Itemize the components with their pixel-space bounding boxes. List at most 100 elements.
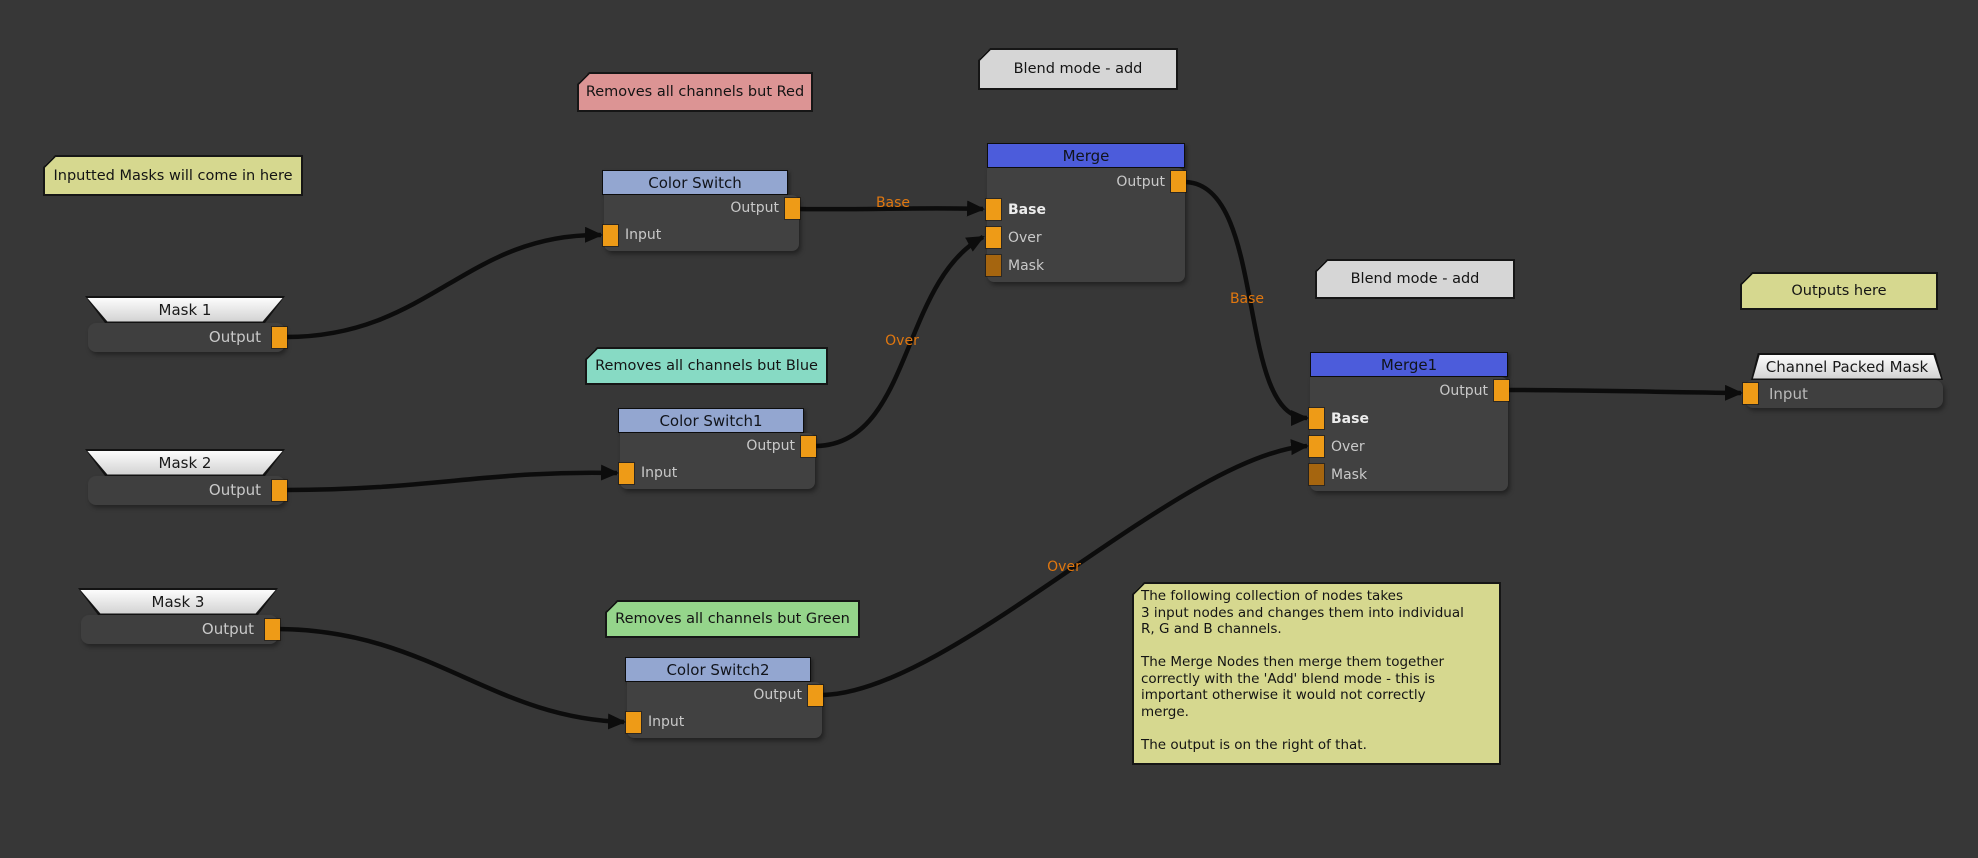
sticky-note-description[interactable]: The following collection of nodes takes …: [1132, 582, 1501, 765]
wire[interactable]: [277, 626, 626, 730]
wire-label: Over: [1047, 559, 1081, 575]
output-label: Output: [753, 687, 802, 703]
node-header: Color Switch1: [618, 408, 804, 433]
sticky-note-blend-mode-top[interactable]: Blend mode - add: [978, 48, 1178, 90]
mask-input-port[interactable]: [986, 255, 1001, 276]
node-body: Output Input: [619, 433, 816, 489]
sticky-note-removes-blue[interactable]: Removes all channels but Blue: [585, 347, 828, 385]
node-title: Color Switch1: [659, 411, 763, 430]
mask-input-port[interactable]: [1309, 464, 1324, 485]
mask-input-row: Mask: [986, 252, 1185, 280]
mask-node-shape: Mask 2: [85, 449, 285, 476]
input-row: Input: [1743, 380, 1943, 408]
node-title: Channel Packed Mask: [1765, 357, 1929, 376]
sticky-note-removes-green[interactable]: Removes all channels but Green: [605, 600, 860, 638]
node-title: Color Switch: [648, 173, 742, 192]
over-input-row: Over: [986, 224, 1185, 252]
mask-input-label: Mask: [1008, 258, 1045, 274]
output-row: Output: [620, 433, 816, 460]
node-merge[interactable]: Merge Output Base Over Mask: [986, 143, 1186, 282]
input-port[interactable]: [1743, 383, 1758, 404]
sticky-note-inputted-masks[interactable]: Inputted Masks will come in here: [43, 155, 303, 196]
input-row: Input: [603, 222, 799, 249]
output-port[interactable]: [785, 198, 800, 219]
node-header: Color Switch2: [625, 657, 811, 682]
wire[interactable]: [1508, 384, 1743, 401]
node-title: Merge: [1062, 146, 1110, 165]
output-port[interactable]: [265, 619, 280, 640]
node-header: Merge: [987, 143, 1185, 168]
output-port[interactable]: [1171, 171, 1186, 192]
wire-label: Over: [885, 333, 919, 349]
input-label: Input: [641, 465, 678, 481]
node-body: Output Input: [603, 195, 800, 251]
over-input-label: Over: [1331, 439, 1365, 455]
input-port[interactable]: [626, 712, 641, 733]
base-input-row: Base: [986, 196, 1185, 224]
input-label: Input: [1769, 385, 1808, 403]
mask-node-shape: Mask 3: [78, 588, 278, 615]
output-port[interactable]: [272, 480, 287, 501]
sticky-note-blend-mode-right[interactable]: Blend mode - add: [1315, 259, 1515, 299]
node-body: Output Base Over Mask: [986, 168, 1186, 282]
output-node-shape: Channel Packed Mask: [1751, 353, 1943, 380]
output-label: Output: [201, 620, 254, 638]
wire-label: Base: [1229, 291, 1265, 307]
node-mask-3[interactable]: Mask 3 Output: [78, 588, 280, 644]
node-title: Mask 3: [151, 592, 205, 611]
output-label: Output: [1116, 174, 1165, 190]
output-port[interactable]: [808, 685, 823, 706]
base-input-label: Base: [1008, 202, 1046, 218]
output-row: Output: [88, 476, 287, 505]
output-port[interactable]: [801, 436, 816, 457]
base-input-port[interactable]: [986, 199, 1001, 220]
wire-label: Base: [875, 195, 911, 211]
node-color-switch2[interactable]: Color Switch2 Output Input: [625, 657, 823, 738]
output-port[interactable]: [272, 327, 287, 348]
output-port[interactable]: [1494, 380, 1509, 401]
output-label: Output: [730, 200, 779, 216]
base-input-label: Base: [1331, 411, 1369, 427]
over-input-port[interactable]: [1309, 436, 1324, 457]
wire[interactable]: [285, 464, 619, 493]
sticky-note-removes-red[interactable]: Removes all channels but Red: [577, 72, 813, 112]
over-input-label: Over: [1008, 230, 1042, 246]
output-row: Output: [81, 615, 280, 644]
base-input-port[interactable]: [1309, 408, 1324, 429]
wire[interactable]: [1185, 179, 1309, 426]
output-row: Output: [88, 323, 287, 352]
over-input-port[interactable]: [986, 227, 1001, 248]
node-mask-2[interactable]: Mask 2 Output: [85, 449, 287, 505]
node-mask-1[interactable]: Mask 1 Output: [85, 296, 287, 352]
node-header: Color Switch: [602, 170, 788, 195]
node-merge1[interactable]: Merge1 Output Base Over Mask: [1309, 352, 1509, 491]
sticky-note-outputs-here[interactable]: Outputs here: [1740, 272, 1938, 310]
output-row: Output: [987, 168, 1186, 196]
input-port[interactable]: [619, 463, 634, 484]
mask-input-label: Mask: [1331, 467, 1368, 483]
output-row: Output: [1310, 377, 1509, 405]
node-title: Mask 2: [158, 453, 212, 472]
output-label: Output: [1439, 383, 1488, 399]
wire[interactable]: [815, 235, 985, 449]
node-title: Color Switch2: [666, 660, 770, 679]
wire[interactable]: [285, 226, 603, 340]
input-row: Input: [619, 460, 815, 487]
node-header: Merge1: [1310, 352, 1508, 377]
wire[interactable]: [822, 439, 1309, 698]
output-label: Output: [208, 481, 261, 499]
node-title: Mask 1: [158, 300, 212, 319]
node-title: Merge1: [1380, 355, 1438, 374]
node-color-switch1[interactable]: Color Switch1 Output Input: [618, 408, 816, 489]
over-input-row: Over: [1309, 433, 1508, 461]
input-port[interactable]: [603, 225, 618, 246]
input-label: Input: [648, 714, 685, 730]
base-input-row: Base: [1309, 405, 1508, 433]
wire[interactable]: [799, 200, 985, 217]
node-color-switch[interactable]: Color Switch Output Input: [602, 170, 800, 251]
mask-node-shape: Mask 1: [85, 296, 285, 323]
input-row: Input: [626, 709, 822, 736]
output-label: Output: [208, 328, 261, 346]
